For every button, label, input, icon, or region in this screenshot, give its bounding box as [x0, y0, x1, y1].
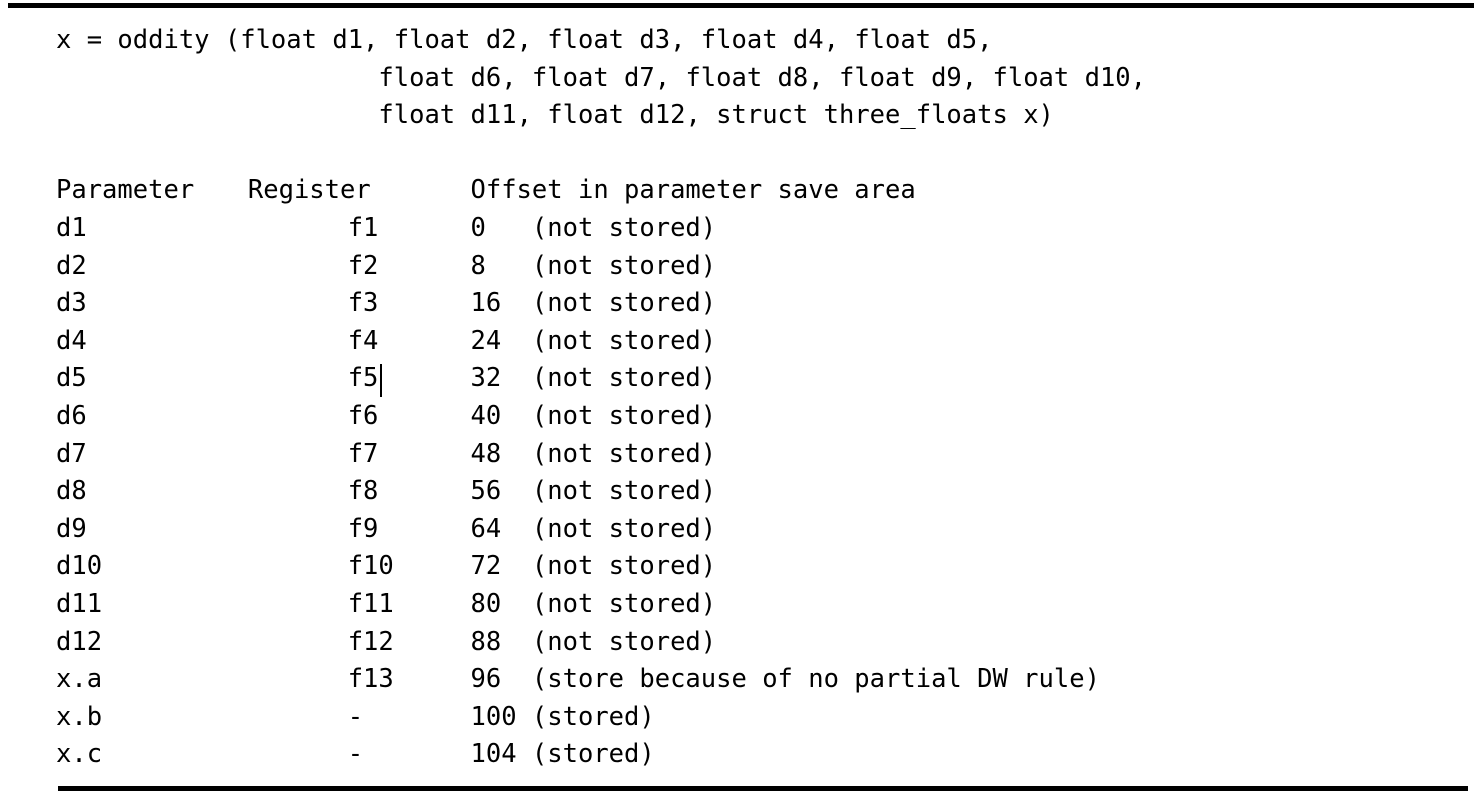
register-cell: f6 [347, 400, 379, 431]
parameter-cell: d4 [56, 325, 87, 356]
offset-cell: 16 [470, 288, 502, 319]
note-cell: (not stored) [531, 363, 717, 394]
note-cell: (not stored) [531, 588, 717, 619]
note-cell: (not stored) [531, 325, 717, 356]
register-cell: f8 [347, 476, 379, 507]
table-row: x.b - 100 (stored) [56, 699, 1146, 737]
note-cell: (not stored) [531, 250, 717, 281]
parameter-cell: d11 [56, 588, 103, 619]
note-cell: (not stored) [531, 513, 717, 544]
table-header-row: Parameter Register Offset in parameter s… [56, 172, 1146, 210]
offset-cell: 72 [470, 551, 502, 582]
header-register: Register [247, 175, 371, 206]
parameter-cell: x.c [56, 739, 103, 770]
table-row: d10 f10 72 (not stored) [56, 548, 1146, 586]
table-row: d8 f8 56 (not stored) [56, 473, 1146, 511]
register-cell: f13 [347, 664, 394, 695]
offset-cell: 32 [470, 363, 502, 394]
offset-cell: 40 [470, 400, 502, 431]
parameter-cell: d6 [56, 400, 87, 431]
offset-cell: 96 [470, 664, 502, 695]
offset-cell: 88 [470, 626, 502, 657]
table-row: d4 f4 24 (not stored) [56, 323, 1146, 361]
header-offset: Offset in parameter save area [470, 175, 916, 206]
note-cell: (stored) [531, 701, 655, 732]
parameter-cell: d2 [56, 250, 87, 281]
register-cell: - [347, 701, 364, 732]
offset-cell: 48 [470, 438, 502, 469]
table-row-with-caret: d5 f5 32 (not stored) [56, 360, 1146, 398]
table-row: x.a f13 96 (store because of no partial … [56, 661, 1146, 699]
parameter-cell: d5 [56, 363, 87, 394]
note-cell: (not stored) [531, 438, 717, 469]
offset-cell: 56 [470, 476, 502, 507]
register-cell: f2 [347, 250, 379, 281]
offset-cell: 64 [470, 513, 502, 544]
register-cell: f4 [347, 325, 379, 356]
note-cell: (not stored) [531, 400, 717, 431]
top-rule [8, 3, 1474, 8]
parameter-cell: d8 [56, 476, 87, 507]
table-row: d3 f3 16 (not stored) [56, 285, 1146, 323]
table-row: d6 f6 40 (not stored) [56, 398, 1146, 436]
blank-line [56, 135, 1146, 173]
parameter-cell: d3 [56, 288, 87, 319]
parameter-cell: x.b [56, 701, 103, 732]
table-row: d7 f7 48 (not stored) [56, 436, 1146, 474]
parameter-cell: d7 [56, 438, 87, 469]
parameter-cell: x.a [56, 664, 103, 695]
signature-line-1: x = oddity (float d1, float d2, float d3… [56, 25, 993, 55]
parameter-cell: d12 [56, 626, 103, 657]
register-cell: f12 [347, 626, 394, 657]
parameter-cell: d9 [56, 513, 87, 544]
note-cell: (store because of no partial DW rule) [531, 664, 1100, 695]
offset-cell: 104 [470, 739, 517, 770]
offset-cell: 100 [470, 701, 517, 732]
offset-cell: 80 [470, 588, 502, 619]
register-cell: f5 [347, 363, 379, 394]
offset-cell: 24 [470, 325, 502, 356]
parameter-cell: d10 [56, 551, 103, 582]
register-cell: f11 [347, 588, 394, 619]
table-row: d9 f9 64 (not stored) [56, 511, 1146, 549]
table-row: d11 f11 80 (not stored) [56, 586, 1146, 624]
signature-line-2: float d6, float d7, float d8, float d9, … [56, 62, 1147, 93]
register-cell: f10 [347, 551, 394, 582]
note-cell: (not stored) [531, 288, 717, 319]
signature-line-3: float d11, float d12, struct three_float… [56, 100, 1054, 131]
note-cell: (not stored) [531, 212, 717, 243]
table-row: d2 f2 8 (not stored) [56, 248, 1146, 286]
register-cell: f9 [347, 513, 379, 544]
figure-text-area[interactable]: x = oddity (float d1, float d2, float d3… [56, 22, 1146, 774]
offset-cell: 0 [470, 212, 486, 243]
offset-cell: 8 [470, 250, 486, 281]
table-row: d1 f1 0 (not stored) [56, 210, 1146, 248]
text-caret [380, 364, 383, 398]
table-row: x.c - 104 (stored) [56, 736, 1146, 774]
register-cell: - [347, 739, 364, 770]
bottom-rule [58, 786, 1468, 791]
parameter-cell: d1 [56, 212, 87, 243]
note-cell: (not stored) [531, 551, 717, 582]
header-parameter: Parameter [56, 175, 195, 206]
register-cell: f7 [347, 438, 379, 469]
register-cell: f1 [347, 212, 379, 243]
register-cell: f3 [347, 288, 379, 319]
note-cell: (stored) [531, 739, 655, 770]
note-cell: (not stored) [531, 626, 717, 657]
note-cell: (not stored) [531, 476, 717, 507]
table-row: d12 f12 88 (not stored) [56, 624, 1146, 662]
